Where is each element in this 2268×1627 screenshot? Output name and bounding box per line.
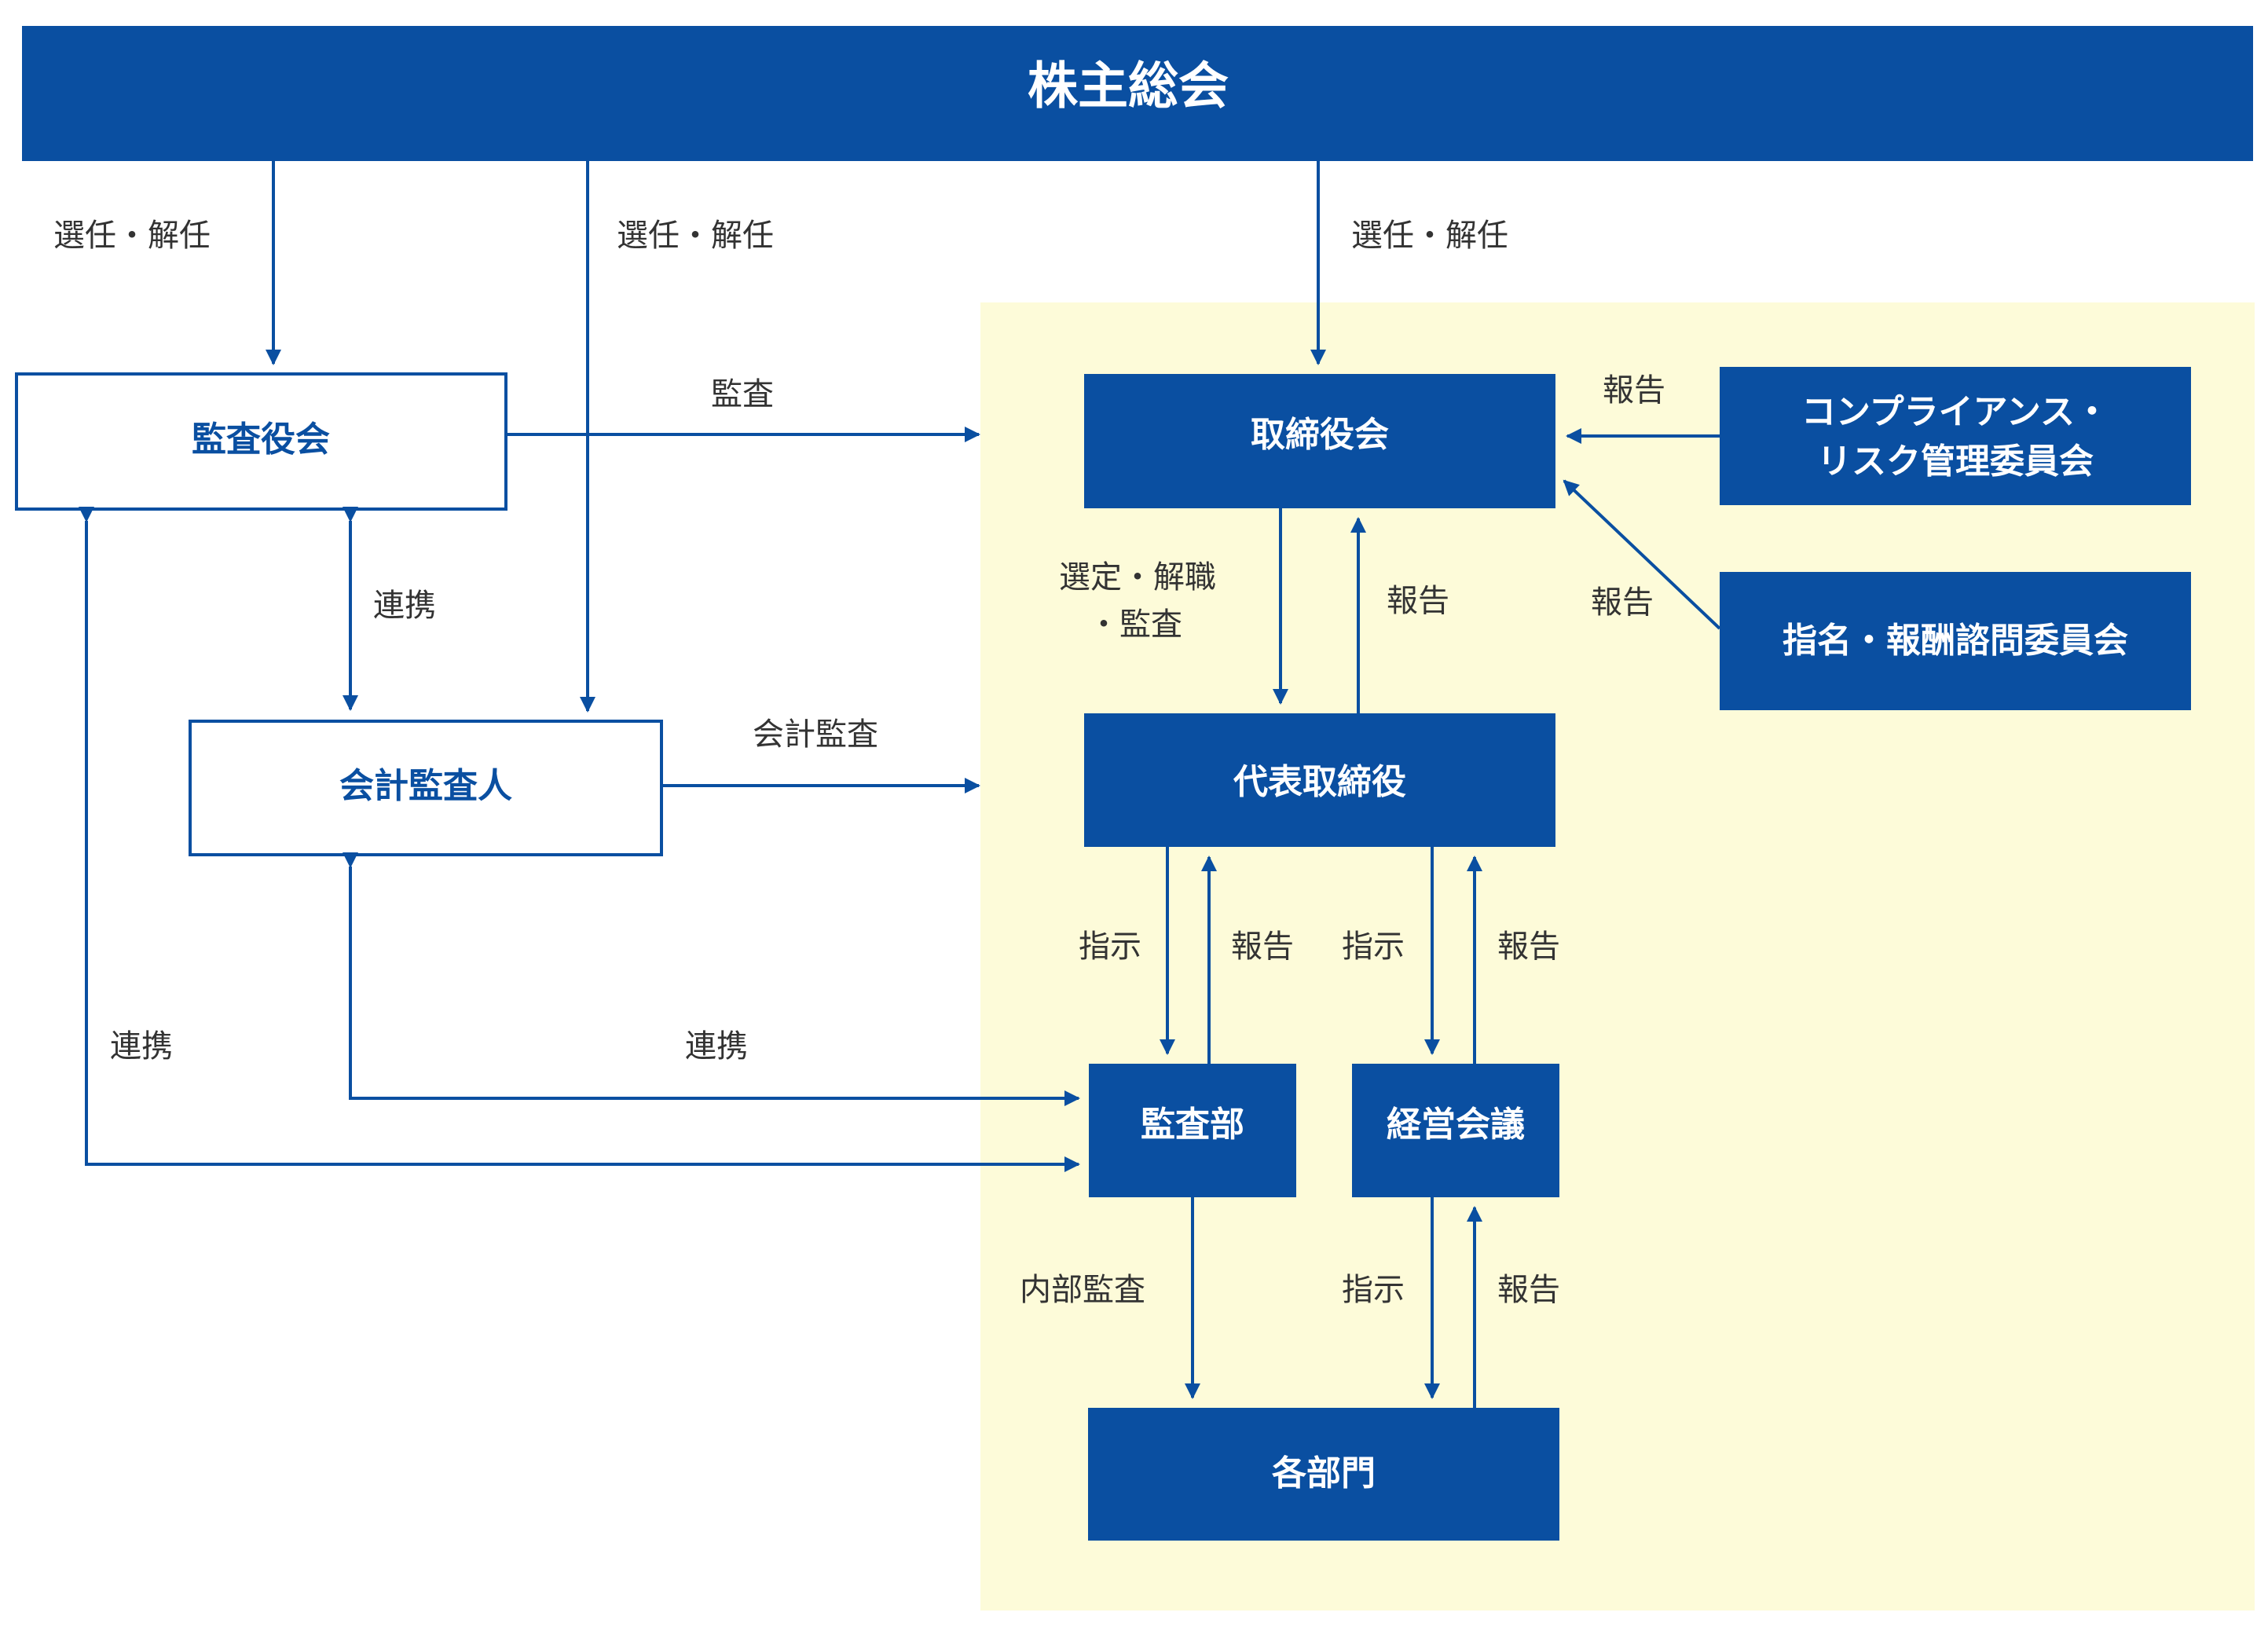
compliance-committee-label-line1: コンプライアンス・ [1801,392,2109,432]
audit-department-label: 監査部 [1141,1105,1244,1145]
departments-label: 各部門 [1272,1453,1376,1493]
edge-audit-board-audit-dept-cooperation [79,507,1080,1172]
label-accounting-audit-dept-cooperation: 連携 [685,1028,748,1065]
label-compliance-report: 報告 [1603,372,1665,409]
label-nomination-report: 報告 [1591,584,1654,621]
label-audit-dept-report: 報告 [1231,929,1294,965]
shareholders-meeting-node: 株主総会 [22,26,2253,161]
label-audit-board-audit-dept-cooperation: 連携 [110,1028,173,1065]
label-internal-audit: 内部監査 [1020,1272,1145,1308]
label-instruct-management: 指示 [1342,929,1405,965]
label-audit-board-cooperation: 連携 [373,588,436,624]
nomination-committee-node: 指名・報酬諮問委員会 [1720,572,2191,710]
label-departments-report: 報告 [1497,1272,1560,1308]
edge-nomination-report [1563,479,1721,630]
compliance-committee-node: コンプライアンス・ リスク管理委員会 [1720,367,2191,505]
accounting-auditor-node: 会計監査人 [189,720,663,856]
audit-board-label: 監査役会 [192,420,330,460]
label-instruct-departments: 指示 [1342,1272,1405,1308]
management-meeting-node: 経営会議 [1352,1064,1559,1197]
label-management-report: 報告 [1497,929,1560,965]
label-audit-board-audit: 監査 [711,376,774,412]
accounting-auditor-label: 会計監査人 [339,766,512,806]
board-of-directors-node: 取締役会 [1084,374,1555,508]
label-rep-report-board: 報告 [1387,583,1449,619]
board-of-directors-label: 取締役会 [1251,415,1389,455]
label-elect-board: 選任・解任 [1351,218,1508,254]
compliance-committee-label-line2: リスク管理委員会 [1817,442,2094,482]
label-elect-accounting-auditor: 選任・解任 [617,218,774,254]
label-instruct-audit-dept: 指示 [1079,929,1141,965]
audit-department-node: 監査部 [1089,1064,1296,1197]
nomination-committee-label: 指名・報酬諮問委員会 [1783,621,2128,661]
departments-node: 各部門 [1088,1408,1559,1541]
edge-accounting-audit-dept-cooperation [343,852,1080,1106]
representative-director-label: 代表取締役 [1233,762,1406,802]
label-board-select-line2: ・監査 [1088,606,1182,643]
representative-director-node: 代表取締役 [1084,713,1555,847]
shareholders-meeting-label: 株主総会 [1028,58,1229,116]
audit-board-node: 監査役会 [15,372,507,511]
label-elect-audit-board: 選任・解任 [53,218,211,254]
label-board-select-line1: 選定・解職 [1059,559,1216,595]
label-accounting-audit: 会計監査 [753,716,878,753]
management-meeting-label: 経営会議 [1387,1105,1525,1145]
